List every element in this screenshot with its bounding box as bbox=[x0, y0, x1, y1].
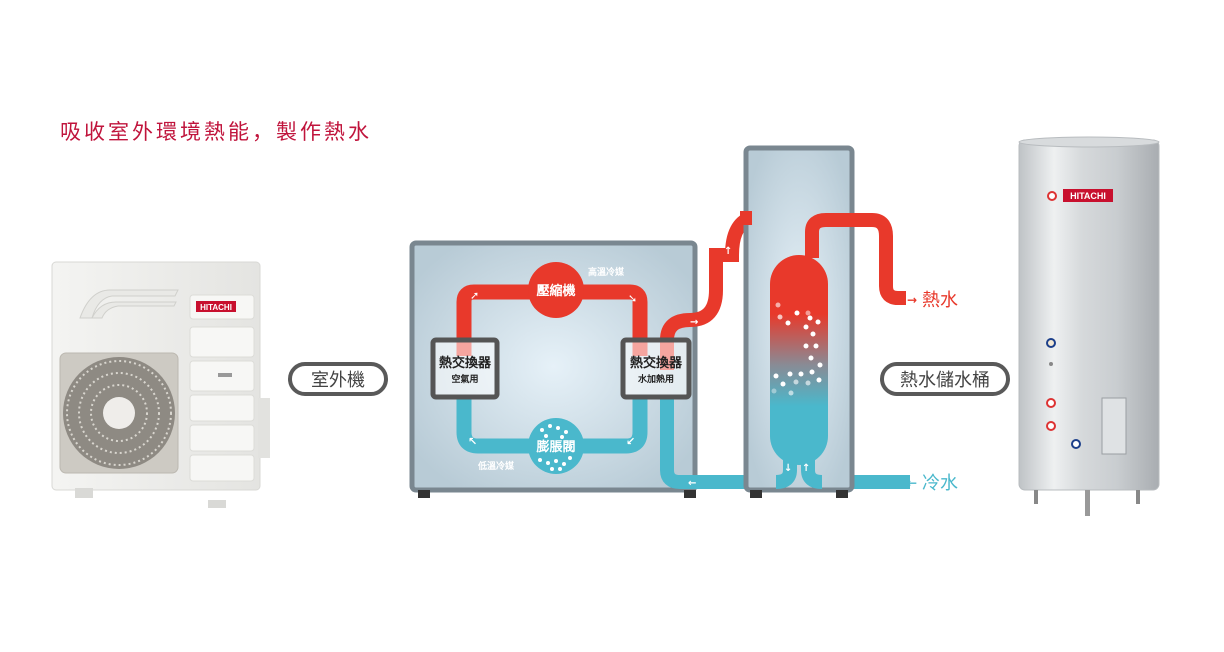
hx-air bbox=[430, 337, 500, 400]
compressor bbox=[528, 262, 584, 318]
compressor-label: 壓縮機 bbox=[536, 283, 575, 299]
cold-water-label: 冷水 bbox=[922, 473, 958, 494]
outdoor-unit-image: HITACHI bbox=[51, 261, 270, 508]
low-temp-label: 低溫冷媒 bbox=[477, 460, 515, 472]
arrow-icon: ➚ bbox=[470, 289, 479, 302]
hot-water-pipe bbox=[660, 211, 754, 370]
arrow-icon: ← bbox=[688, 478, 696, 489]
expansion-valve-label: 膨脹閥 bbox=[535, 439, 575, 455]
arrow-icon: → bbox=[690, 317, 698, 328]
high-temp-label: 高溫冷媒 bbox=[588, 266, 625, 278]
arrow-right-icon: → bbox=[907, 293, 917, 307]
arrow-icon: ↓ bbox=[784, 463, 792, 474]
headline: 吸收室外環境熱能，製作熱水 bbox=[60, 120, 372, 144]
arrow-icon: ↙ bbox=[626, 435, 635, 448]
hx-water-sub: 水加熱用 bbox=[638, 373, 674, 385]
hx-air-sub: 空氣用 bbox=[451, 373, 478, 385]
hot-water-label: 熱水 bbox=[922, 290, 958, 311]
arrow-left-icon: ← bbox=[907, 476, 917, 490]
water-heater-image: HITACHI bbox=[1018, 136, 1160, 516]
outdoor-unit-label: 室外機 bbox=[288, 362, 388, 396]
bubbles bbox=[538, 424, 572, 471]
arrow-icon: ↖ bbox=[468, 435, 477, 448]
bubbles bbox=[771, 302, 823, 396]
outdoor-brand-logo: HITACHI bbox=[200, 303, 232, 312]
tank-unit-label: 熱水儲水桶 bbox=[880, 362, 1010, 396]
hx-water bbox=[620, 337, 692, 400]
hx-water-title: 熱交換器 bbox=[630, 355, 683, 371]
hx-air-title: 熱交換器 bbox=[439, 355, 492, 371]
heater-brand-logo: HITACHI bbox=[1070, 191, 1106, 201]
arrow-icon: ↑ bbox=[724, 246, 732, 257]
cold-water-pipe bbox=[660, 395, 910, 489]
storage-cylinder bbox=[770, 255, 828, 465]
heat-pump-unit bbox=[409, 240, 698, 498]
arrow-icon: ➘ bbox=[628, 292, 637, 305]
arrow-icon: ↑ bbox=[802, 463, 810, 474]
hot-outlet-pipe bbox=[805, 213, 906, 305]
